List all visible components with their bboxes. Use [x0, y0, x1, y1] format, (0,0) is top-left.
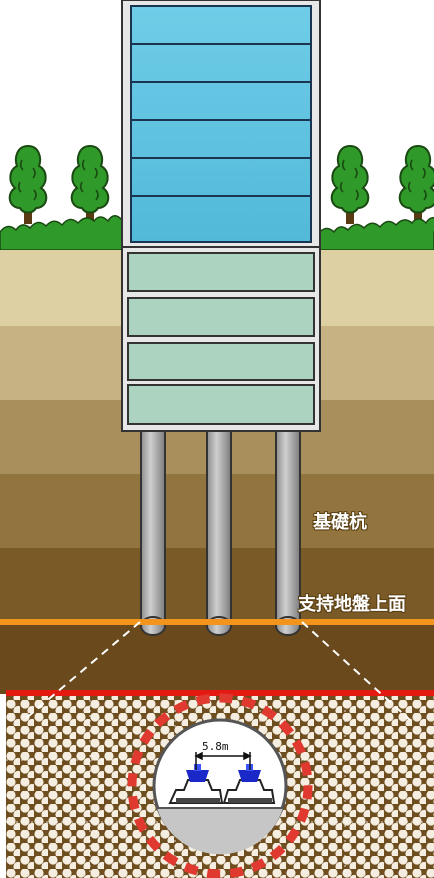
shrubbery	[0, 215, 434, 251]
track-right	[222, 764, 276, 804]
foundation-pile-label: 基礎杭	[313, 512, 367, 533]
train-icon	[186, 764, 209, 782]
foundation-piles	[140, 427, 301, 636]
building	[121, 0, 321, 248]
pile	[206, 427, 232, 636]
tunnel-invert	[157, 808, 283, 855]
dimension-line	[194, 751, 252, 770]
tunnel-boundary-ring	[127, 693, 313, 878]
basement	[121, 246, 321, 432]
projection-lines	[23, 621, 411, 721]
section-line	[6, 690, 434, 696]
bearing-stratum-label: 支持地盤上面	[298, 594, 406, 615]
tunnel-width-label: 5.8m	[202, 740, 229, 753]
bearing-stratum-line	[0, 619, 434, 625]
tunnel-cross-section	[127, 693, 313, 878]
pile	[140, 427, 166, 636]
pile	[275, 427, 301, 636]
track-left	[168, 764, 224, 804]
grid-lines	[6, 700, 434, 878]
